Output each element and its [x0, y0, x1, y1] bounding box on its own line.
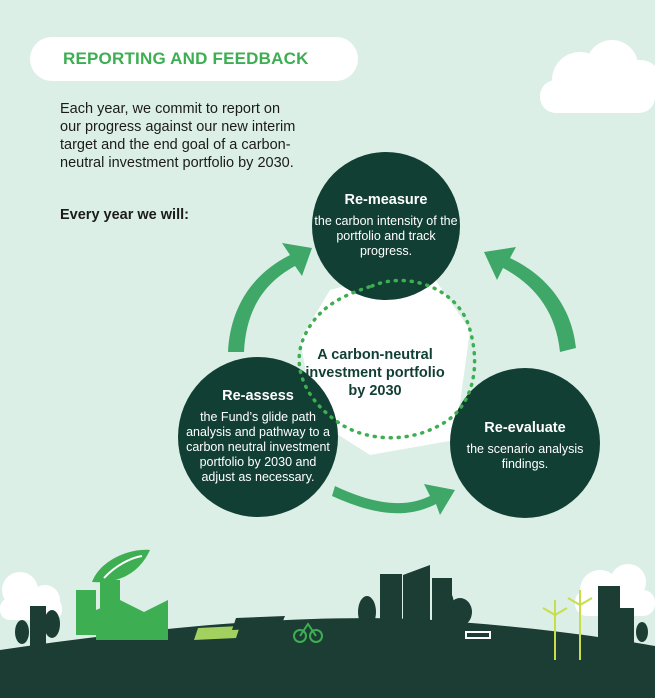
center-dotted-outline	[297, 278, 477, 440]
step-circle-re-assess	[178, 357, 338, 517]
bench-icon	[465, 631, 491, 639]
step-description: the carbon intensity of the portfolio an…	[314, 214, 458, 258]
leaf-icon	[103, 555, 143, 579]
cyclist-icon	[293, 622, 323, 643]
solar-panel-icon	[194, 616, 285, 640]
step-re-evaluate: Re-evaluate the scenario analysis findin…	[460, 420, 590, 472]
step-title: Re-evaluate	[484, 420, 566, 436]
building-icon	[598, 586, 634, 644]
wind-turbine-icon	[542, 590, 593, 660]
step-title: Re-measure	[344, 192, 428, 208]
page-title: REPORTING AND FEEDBACK	[63, 49, 309, 68]
step-description: the Fund’s glide path analysis and pathw…	[186, 410, 330, 484]
cloud-icon	[540, 40, 655, 113]
step-circle-re-measure	[312, 152, 460, 300]
step-description: the scenario analysis findings.	[466, 442, 584, 471]
center-goal: A carbon-neutral investment portfolio by…	[305, 347, 445, 399]
step-title: Re-assess	[222, 388, 294, 404]
tree-icon	[636, 622, 648, 642]
arrow-icon	[228, 243, 312, 352]
building-icon	[30, 606, 46, 646]
arrow-icon	[332, 484, 455, 515]
step-circle-re-evaluate	[450, 368, 600, 518]
center-backdrop	[300, 265, 470, 455]
arrow-icon	[484, 247, 576, 352]
tree-icon	[358, 589, 472, 628]
title-pill	[30, 37, 358, 81]
step-re-assess: Re-assess the Fund’s glide path analysis…	[186, 388, 330, 485]
intro-lead: Every year we will:	[60, 207, 189, 223]
tree-icon	[15, 610, 60, 644]
intro-paragraph: Each year, we commit to report on our pr…	[60, 101, 296, 171]
step-re-measure: Re-measure the carbon intensity of the p…	[312, 192, 460, 259]
